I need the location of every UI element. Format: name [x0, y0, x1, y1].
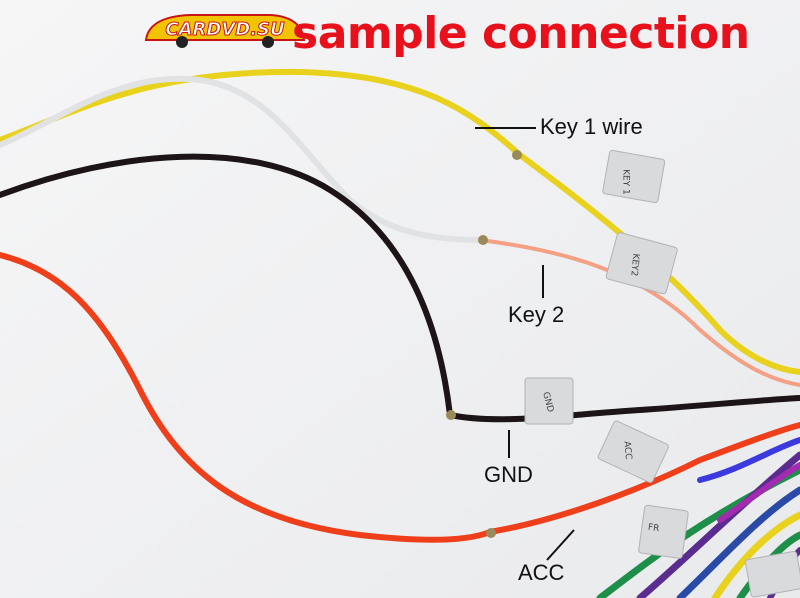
key2-callout: Key 2	[508, 302, 565, 327]
logo-wheel-front	[176, 36, 188, 48]
key2-joint	[478, 235, 488, 245]
tag-key1: KEY 1	[602, 149, 666, 204]
key1-joint	[512, 150, 522, 160]
key1-callout: Key 1 wire	[540, 114, 643, 139]
tag-fr: FR	[638, 504, 689, 559]
white-wire	[0, 75, 483, 243]
tag-acc: ACC	[597, 420, 669, 483]
svg-text:KEY2: KEY2	[628, 253, 640, 277]
svg-text:FR: FR	[647, 523, 660, 534]
yellow-wire	[0, 68, 800, 375]
pink-wire	[478, 238, 800, 387]
tag-gnd: GND	[524, 377, 574, 425]
acc-callout: ACC	[518, 560, 565, 585]
svg-text:KEY 1: KEY 1	[621, 169, 631, 195]
black-wire	[0, 153, 800, 423]
acc-leader	[546, 529, 575, 561]
tag-key2: KEY2	[605, 232, 678, 295]
gnd-joint	[446, 410, 456, 420]
red-wire	[0, 252, 800, 543]
logo-text: CARDVD.SU	[165, 19, 285, 40]
gnd-callout: GND	[484, 462, 533, 487]
logo-wheel-back	[262, 36, 274, 48]
page-title: sample connection	[292, 8, 750, 59]
wire-bundle	[596, 437, 800, 598]
svg-text:ACC: ACC	[621, 441, 633, 460]
cardvd-logo: CARDVD.SU	[144, 14, 306, 48]
acc-joint	[486, 528, 496, 538]
